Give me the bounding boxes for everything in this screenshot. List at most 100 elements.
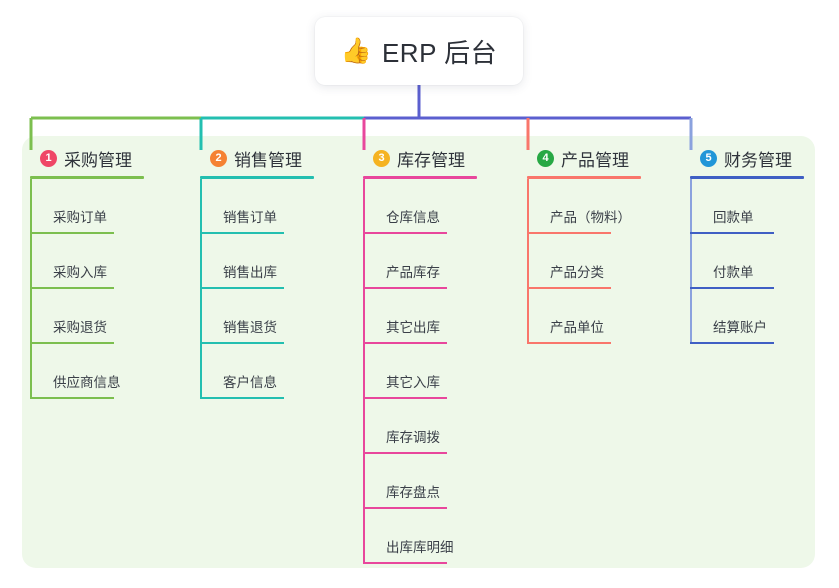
column-1: 1 采购管理采购订单采购入库采购退货供应商信息 <box>30 146 144 399</box>
leaf-item[interactable]: 销售退货 <box>200 289 314 344</box>
leaf-item[interactable]: 产品分类 <box>527 234 641 289</box>
leaf-item[interactable]: 回款单 <box>690 179 804 234</box>
leaf-rule <box>527 342 611 344</box>
leaf-rule <box>200 287 284 289</box>
leaf-label: 销售出库 <box>223 265 277 280</box>
column-3: 3 库存管理仓库信息产品库存其它出库其它入库库存调拨库存盘点出库库明细 <box>363 146 477 564</box>
leaf-spine <box>363 399 365 454</box>
column-title-5: 财务管理 <box>724 150 792 170</box>
column-header-3[interactable]: 3 库存管理 <box>363 146 477 170</box>
leaf-rule <box>527 232 611 234</box>
column-badge-1: 1 <box>40 149 57 167</box>
leaf-item[interactable]: 采购入库 <box>30 234 144 289</box>
leaf-label: 出库库明细 <box>386 540 454 555</box>
leaf-item[interactable]: 产品单位 <box>527 289 641 344</box>
leaf-item[interactable]: 客户信息 <box>200 344 314 399</box>
column-header-2[interactable]: 2 销售管理 <box>200 146 314 170</box>
column-title-4: 产品管理 <box>561 150 629 170</box>
leaf-label: 供应商信息 <box>53 375 121 390</box>
leaf-spine <box>690 234 692 289</box>
diagram-panel <box>22 136 815 568</box>
leaf-spine <box>30 344 32 399</box>
leaf-spine <box>690 289 692 344</box>
leaf-rule <box>363 452 447 454</box>
column-header-rule-3 <box>363 176 477 179</box>
column-header-4[interactable]: 4 产品管理 <box>527 146 641 170</box>
leaf-label: 库存盘点 <box>386 485 440 500</box>
column-badge-2: 2 <box>210 149 227 167</box>
leaf-rule <box>690 287 774 289</box>
leaf-label: 销售订单 <box>223 210 277 225</box>
column-badge-3: 3 <box>373 149 390 167</box>
leaf-item[interactable]: 产品库存 <box>363 234 477 289</box>
leaf-item[interactable]: 产品（物料） <box>527 179 641 234</box>
column-badge-4: 4 <box>537 149 554 167</box>
leaf-label: 销售退货 <box>223 320 277 335</box>
leaf-item[interactable]: 库存盘点 <box>363 454 477 509</box>
leaf-spine <box>363 289 365 344</box>
column-2: 2 销售管理销售订单销售出库销售退货客户信息 <box>200 146 314 399</box>
leaf-item[interactable]: 出库库明细 <box>363 509 477 564</box>
leaf-rule <box>30 232 114 234</box>
column-header-rule-5 <box>690 176 804 179</box>
column-items-1: 采购订单采购入库采购退货供应商信息 <box>30 179 144 399</box>
leaf-item[interactable]: 供应商信息 <box>30 344 144 399</box>
leaf-item[interactable]: 采购订单 <box>30 179 144 234</box>
leaf-spine <box>363 509 365 564</box>
leaf-item[interactable]: 结算账户 <box>690 289 804 344</box>
column-header-1[interactable]: 1 采购管理 <box>30 146 144 170</box>
leaf-spine <box>200 234 202 289</box>
leaf-rule <box>363 562 447 564</box>
leaf-label: 客户信息 <box>223 375 277 390</box>
leaf-rule <box>690 342 774 344</box>
leaf-spine <box>527 234 529 289</box>
column-badge-5: 5 <box>700 149 717 167</box>
leaf-label: 产品分类 <box>550 265 604 280</box>
column-header-rule-2 <box>200 176 314 179</box>
column-title-2: 销售管理 <box>234 150 302 170</box>
thumbs-up-icon: 👍 <box>340 36 372 65</box>
leaf-spine <box>527 289 529 344</box>
leaf-label: 结算账户 <box>713 320 767 335</box>
leaf-rule <box>363 507 447 509</box>
leaf-item[interactable]: 采购退货 <box>30 289 144 344</box>
column-title-1: 采购管理 <box>64 150 132 170</box>
leaf-rule <box>363 397 447 399</box>
leaf-rule <box>30 342 114 344</box>
leaf-label: 付款单 <box>713 265 754 280</box>
leaf-label: 采购入库 <box>53 265 107 280</box>
leaf-rule <box>690 232 774 234</box>
leaf-rule <box>200 397 284 399</box>
column-5: 5 财务管理回款单付款单结算账户 <box>690 146 804 344</box>
leaf-item[interactable]: 销售订单 <box>200 179 314 234</box>
leaf-label: 产品单位 <box>550 320 604 335</box>
leaf-item[interactable]: 付款单 <box>690 234 804 289</box>
leaf-rule <box>527 287 611 289</box>
leaf-item[interactable]: 销售出库 <box>200 234 314 289</box>
leaf-rule <box>363 287 447 289</box>
column-title-3: 库存管理 <box>397 150 465 170</box>
column-4: 4 产品管理产品（物料） 产品分类产品单位 <box>527 146 641 344</box>
leaf-item[interactable]: 库存调拨 <box>363 399 477 454</box>
leaf-item[interactable]: 其它出库 <box>363 289 477 344</box>
page-title: ERP 后台 <box>381 37 498 68</box>
leaf-label: 库存调拨 <box>386 430 440 445</box>
root-node[interactable]: 👍 ERP 后台 <box>315 17 523 85</box>
leaf-spine <box>30 179 32 234</box>
leaf-label: 采购订单 <box>53 210 107 225</box>
leaf-spine <box>30 289 32 344</box>
leaf-label: 仓库信息 <box>386 210 440 225</box>
leaf-spine <box>363 234 365 289</box>
column-header-rule-1 <box>30 176 144 179</box>
leaf-label: 其它入库 <box>386 375 440 390</box>
leaf-item[interactable]: 仓库信息 <box>363 179 477 234</box>
leaf-spine <box>200 344 202 399</box>
leaf-item[interactable]: 其它入库 <box>363 344 477 399</box>
leaf-rule <box>30 397 114 399</box>
column-items-5: 回款单付款单结算账户 <box>690 179 804 344</box>
leaf-spine <box>363 344 365 399</box>
leaf-rule <box>363 342 447 344</box>
leaf-spine <box>30 234 32 289</box>
column-header-5[interactable]: 5 财务管理 <box>690 146 804 170</box>
leaf-rule <box>200 232 284 234</box>
